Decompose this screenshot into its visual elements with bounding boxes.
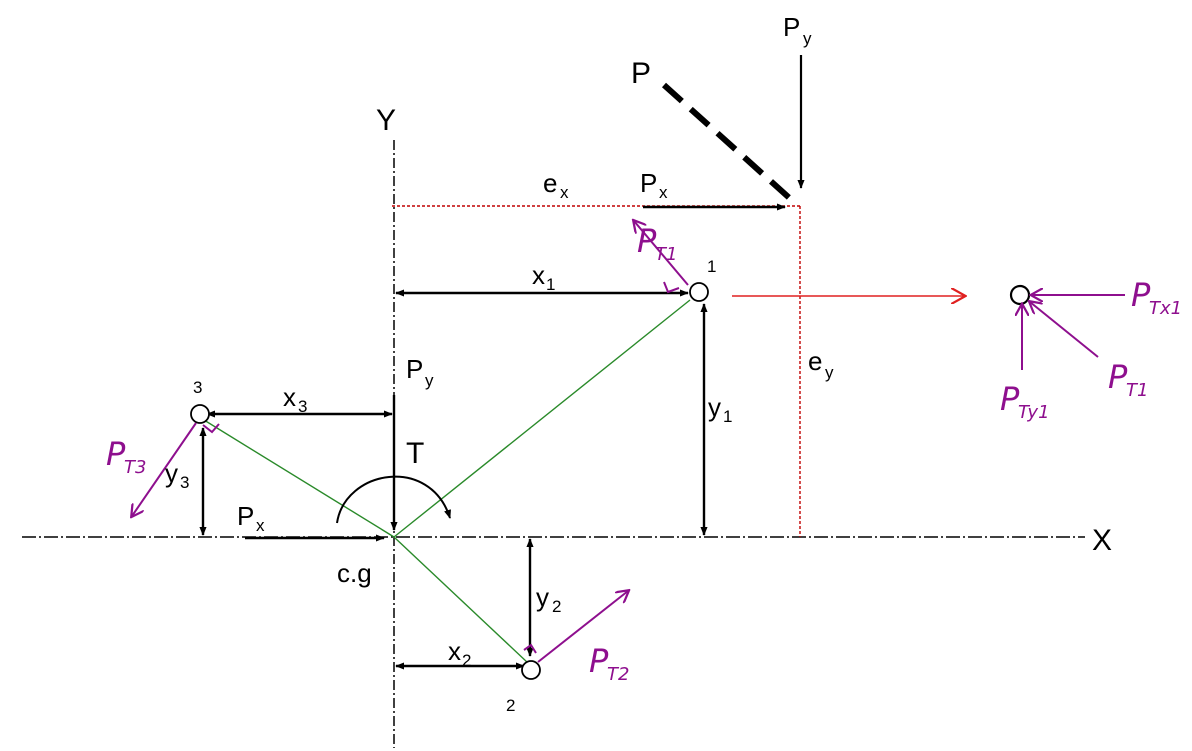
y2-subscript: 2 xyxy=(552,597,561,616)
y-axis-label: Y xyxy=(376,104,396,137)
pt2-subscript: T2 xyxy=(607,664,629,685)
pty1-label: P xyxy=(1000,380,1020,418)
y3-subscript: 3 xyxy=(180,473,189,492)
pt2-right-angle xyxy=(523,643,537,654)
bolt-2 xyxy=(521,660,541,680)
torque-arc xyxy=(336,475,451,524)
ey-subscript: y xyxy=(825,363,834,382)
x3-label: x xyxy=(283,382,296,412)
torque-label: T xyxy=(406,437,424,470)
x2-label: x xyxy=(448,636,461,666)
y3-label: y xyxy=(165,458,178,488)
ey-label: e xyxy=(808,346,822,376)
pt3-arrow xyxy=(132,422,197,516)
pt2-label: P xyxy=(589,642,609,680)
pt3-right-angle xyxy=(202,423,220,434)
py-center-label: P xyxy=(406,354,423,384)
load-p-label: P xyxy=(631,57,651,90)
bolt-3 xyxy=(190,404,210,424)
bolt-3-label: 3 xyxy=(193,378,202,397)
x2-subscript: 2 xyxy=(462,651,471,670)
load-p-line xyxy=(661,82,798,206)
py-top-label: P xyxy=(783,12,800,42)
pt2-arrow xyxy=(537,591,628,663)
pt1-right-angle xyxy=(663,281,680,294)
pt1-detail-arrow xyxy=(1030,302,1099,358)
radius-line-1 xyxy=(393,299,691,538)
px-center-label: P xyxy=(237,501,254,531)
ex-subscript: x xyxy=(560,183,569,202)
ptx1-label: P xyxy=(1131,276,1151,314)
radius-line-3 xyxy=(203,419,395,538)
x1-subscript: 1 xyxy=(546,275,555,294)
bolt-1-label: 1 xyxy=(707,257,716,276)
bolt-2-label: 2 xyxy=(506,696,515,715)
ptx1-subscript: Tx1 xyxy=(1149,298,1182,319)
y2-label: y xyxy=(536,582,549,612)
y1-label: y xyxy=(708,392,721,422)
py-center-subscript: y xyxy=(425,371,434,390)
pt1-detail-label: P xyxy=(1108,358,1128,396)
ex-label: e xyxy=(543,168,557,198)
cg-label: c.g xyxy=(337,558,372,588)
y1-subscript: 1 xyxy=(723,407,732,426)
px-top-label: P xyxy=(640,168,657,198)
pt3-subscript: T3 xyxy=(124,457,146,478)
detail-bolt xyxy=(1009,284,1031,306)
px-top-subscript: x xyxy=(659,183,668,202)
x1-label: x xyxy=(532,260,545,290)
py-top-subscript: y xyxy=(803,29,812,48)
pt1-arrow xyxy=(634,221,689,286)
pt1-detail-subscript: T1 xyxy=(1126,380,1148,401)
pt3-label: P xyxy=(106,435,126,473)
pt1-subscript: T1 xyxy=(655,244,677,265)
radius-line-2 xyxy=(393,536,529,664)
pt1-label: P xyxy=(637,222,657,260)
x-axis-label: X xyxy=(1092,524,1112,557)
px-center-subscript: x xyxy=(256,516,265,535)
pty1-subscript: Ty1 xyxy=(1018,402,1050,423)
bolt-1 xyxy=(689,282,709,302)
x3-subscript: 3 xyxy=(298,397,307,416)
